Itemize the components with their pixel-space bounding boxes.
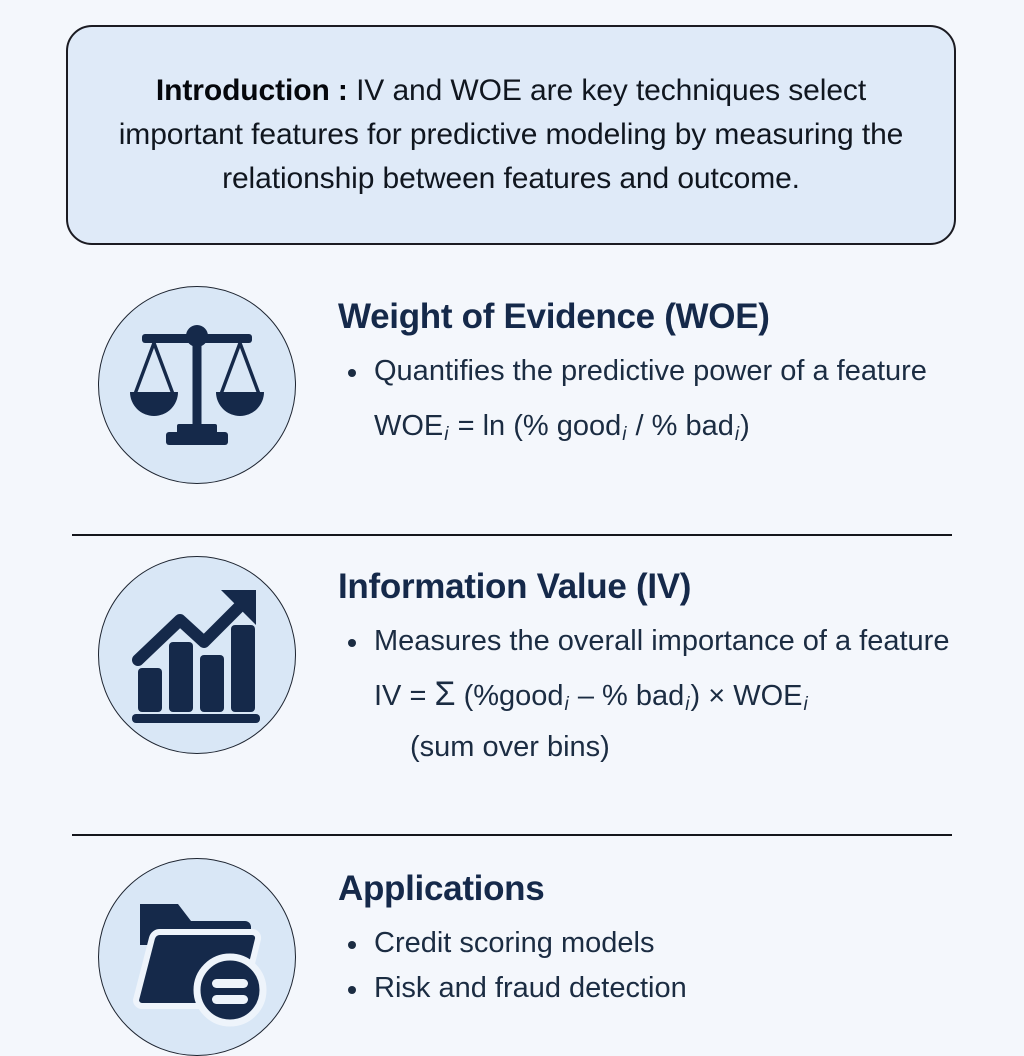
introduction-label: Introduction : (155, 74, 348, 107)
list-item: Measures the overall importance of a fea… (338, 620, 958, 663)
list-item: Risk and fraud detection (338, 967, 958, 1010)
woe-title: Weight of Evidence (WOE) (338, 297, 770, 336)
sigma-icon: Σ (434, 675, 456, 713)
iv-content: Information Value (IV) Measures the over… (338, 556, 958, 768)
iv-formula-minus: – % bad (577, 680, 685, 712)
woe-formula: WOEi = ln (% goodi / % badi) (338, 405, 958, 456)
section-divider-2 (72, 834, 952, 836)
section-weight-of-evidence: Weight of Evidence (WOE) Quantifies the … (0, 286, 1024, 484)
iv-formula-open: (%good (463, 680, 564, 712)
iv-formula-sub3: i (803, 694, 808, 716)
balance-scale-icon (98, 286, 296, 484)
woe-formula-close: ) (740, 410, 750, 442)
iv-title: Information Value (IV) (338, 567, 692, 606)
iv-formula-lhs: IV = (374, 680, 427, 712)
introduction-text: Introduction : IV and WOE are key techni… (102, 69, 920, 201)
list-item: Credit scoring models (338, 922, 958, 965)
woe-formula-sub2: i (734, 424, 740, 446)
applications-bullet-list: Credit scoring models Risk and fraud det… (338, 922, 958, 1010)
list-item: Quantifies the predictive power of a fea… (338, 350, 958, 393)
woe-formula-mid: / % bad (635, 410, 734, 442)
woe-formula-lhs: WOE (374, 410, 444, 442)
iv-formula-sub2: i (685, 694, 690, 716)
section-information-value: Information Value (IV) Measures the over… (0, 556, 1024, 768)
introduction-callout: Introduction : IV and WOE are key techni… (66, 25, 956, 245)
iv-formula-close: ) × WOE (690, 680, 803, 712)
woe-bullet-list: Quantifies the predictive power of a fea… (338, 350, 958, 393)
section-divider-1 (72, 534, 952, 536)
iv-formula: IV = Σ (%goodi – % badi) × WOEi (338, 675, 958, 726)
iv-formula-sub1: i (564, 694, 569, 716)
iv-bullet-list: Measures the overall importance of a fea… (338, 620, 958, 663)
woe-formula-sub1: i (622, 424, 627, 446)
growth-bar-chart-icon (98, 556, 296, 754)
folder-document-icon (98, 858, 296, 1056)
iv-formula-note: (sum over bins) (410, 731, 610, 764)
introduction-body: IV and WOE are key techniques select imp… (118, 74, 904, 195)
woe-content: Weight of Evidence (WOE) Quantifies the … (338, 286, 958, 456)
woe-formula-eq: = ln (% good (457, 410, 622, 442)
section-applications: Applications Credit scoring models Risk … (0, 858, 1024, 1056)
woe-formula-lhs-subscript: i (444, 424, 449, 446)
applications-content: Applications Credit scoring models Risk … (338, 858, 958, 1012)
applications-title: Applications (338, 869, 545, 908)
